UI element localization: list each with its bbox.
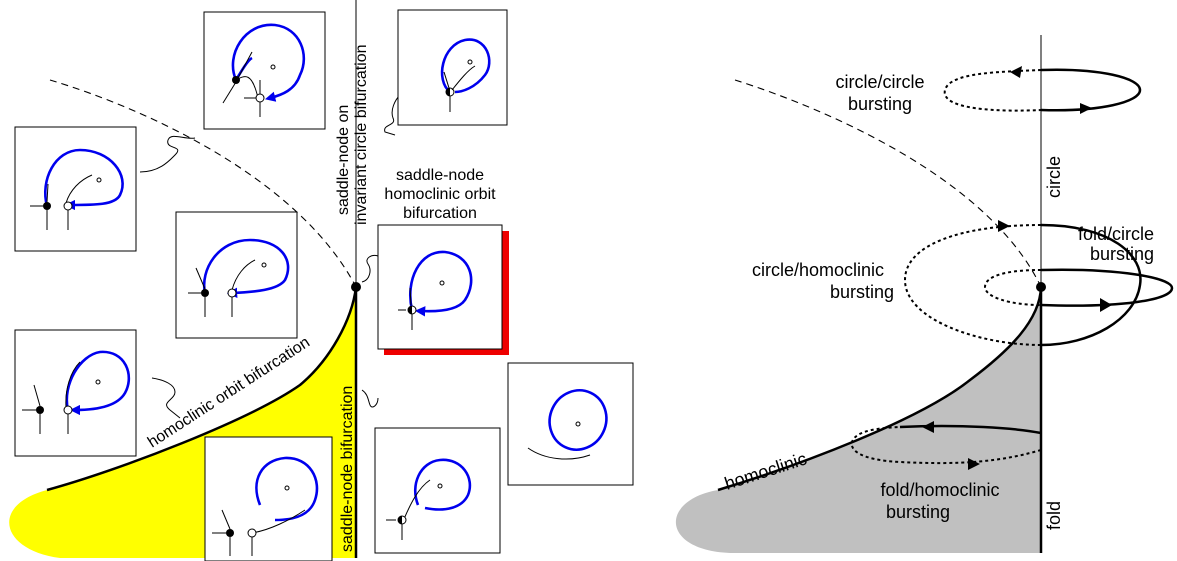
phase-portrait-2 — [397, 9, 508, 126]
right-panel: circle/circle bursting circle fold/circl… — [675, 35, 1174, 553]
fold-circle-loop-solid — [1040, 268, 1174, 307]
circle-circle-loop-dotted — [943, 69, 1042, 112]
svg-text:saddle-node on: saddle-node on — [335, 105, 352, 215]
phase-portrait-3 — [14, 126, 137, 252]
fold-circle-label-line1: fold/circle — [1078, 224, 1154, 244]
circle-circle-loop-solid — [1040, 68, 1142, 112]
snho-label-line1: saddle-node — [396, 167, 484, 184]
snic-label-line2: invariant circle bifurcation — [353, 44, 370, 225]
fold-homoclinic-loop-solid — [899, 424, 1042, 435]
arrow-fh-1 — [922, 421, 934, 433]
circle-homoclinic-loop-solid — [1040, 223, 1142, 347]
svg-text:invariant circle bifurcation: invariant circle bifurcation — [353, 44, 370, 225]
circle-circle-label-line1: circle/circle — [835, 72, 924, 92]
circle-homoclinic-label-line1: circle/homoclinic — [752, 260, 884, 280]
arrow-fh-2 — [968, 458, 980, 470]
saddle-node-invariant-circle-curve-r — [734, 79, 1042, 288]
phase-portrait-8 — [374, 427, 501, 554]
arrow-cc-1 — [1010, 66, 1022, 78]
fold-homoclinic-region — [675, 287, 1041, 553]
arrow-ch-1 — [998, 220, 1010, 232]
connector-d — [151, 377, 181, 419]
arrow-cc-2 — [1080, 103, 1092, 114]
fold-homoclinic-label-line1: fold/homoclinic — [880, 480, 999, 500]
homoclinic-bifurcation-curve — [46, 286, 358, 492]
circle-homoclinic-label-line2: bursting — [830, 282, 894, 302]
connector-c — [361, 255, 379, 283]
connector-e — [361, 389, 379, 408]
fold-homoclinic-loop-dotted — [850, 426, 1042, 465]
snho-label-line2: homoclinic orbit — [384, 186, 496, 203]
cusp-point — [351, 282, 361, 292]
saddle-node-invariant-circle-curve — [49, 79, 357, 288]
fold-circle-label-line2: bursting — [1090, 244, 1154, 264]
fold-circle-loop-dotted — [983, 269, 1042, 306]
phase-portrait-9 — [507, 362, 634, 486]
circle-label: circle — [1044, 156, 1064, 198]
phase-portrait-6 — [14, 329, 137, 457]
cusp-point-r — [1036, 282, 1046, 292]
phase-portrait-4 — [175, 211, 298, 339]
snho-label-line3: bifurcation — [403, 205, 477, 222]
left-panel: saddle-node on invariant circle bifurcat… — [9, 0, 634, 561]
phase-portrait-7 — [204, 436, 333, 561]
fold-label: fold — [1044, 501, 1064, 530]
snic-label-line1: saddle-node on — [335, 105, 352, 215]
circle-circle-label-line2: bursting — [848, 94, 912, 114]
saddle-node-bifurcation-label: saddle-node bifurcation — [339, 386, 356, 552]
phase-portrait-1 — [203, 11, 326, 130]
fold-homoclinic-label-line2: bursting — [886, 502, 950, 522]
connector-b — [384, 94, 401, 136]
phase-portrait-5-highlight — [377, 224, 509, 355]
arrow-fc-1 — [1100, 298, 1112, 312]
connector-a — [139, 135, 196, 173]
circle-homoclinic-loop-dotted — [903, 224, 1042, 346]
homoclinic-curve-r — [717, 286, 1043, 492]
